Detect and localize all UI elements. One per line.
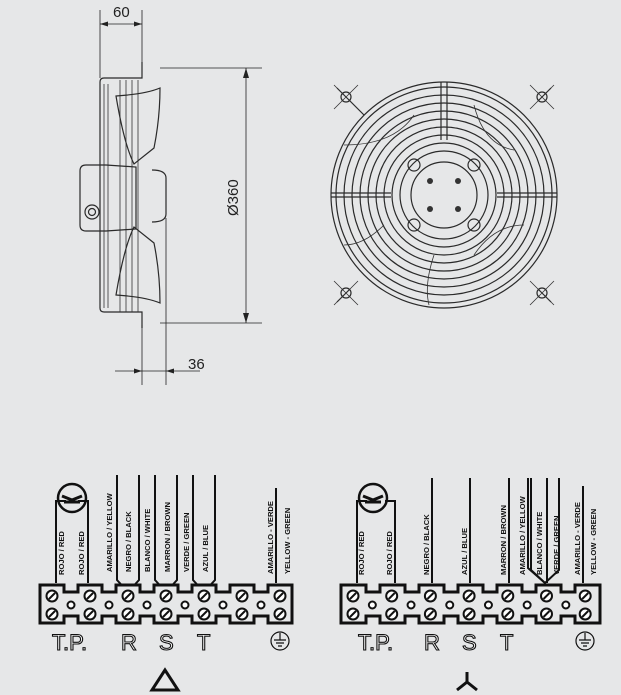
wire-label: AZUL / BLUE xyxy=(460,528,469,575)
terminal-block xyxy=(339,583,602,625)
dimension-offset: 36 xyxy=(188,356,205,373)
wire-label: BLANCO / WHITE xyxy=(535,512,544,575)
wire-label: ROJO / RED xyxy=(357,531,366,575)
terminal-link-dot xyxy=(445,600,455,610)
wire-label: YELLOW - GREEN xyxy=(283,508,292,574)
wire-label: NEGRO / BLACK xyxy=(422,514,431,575)
wire-label: NEGRO / BLACK xyxy=(124,511,133,572)
wire-label: BLANCO / WHITE xyxy=(143,509,152,572)
wiring-diagram-star: ROJO / RED ROJO / RED NEGRO / BLACK AZUL… xyxy=(339,478,602,692)
wire-label: YELLOW - GREEN xyxy=(589,509,598,575)
wire-label: MARRON / BROWN xyxy=(499,505,508,575)
terminal-link-dot xyxy=(142,600,152,610)
wire-label: ROJO / RED xyxy=(385,531,394,575)
fan-front-view xyxy=(330,81,558,309)
terminal-link-dot xyxy=(561,600,571,610)
ground-icon xyxy=(575,631,595,651)
terminal-link-dot xyxy=(218,600,228,610)
terminal-link-dot xyxy=(406,600,416,610)
wire-label: AMARILLO / YELLOW xyxy=(518,495,527,575)
thermal-protector-icon xyxy=(56,482,88,514)
terminal-link-dot xyxy=(104,600,114,610)
dimension-diameter: Ø360 xyxy=(225,179,242,216)
terminal-link-dot xyxy=(522,600,532,610)
wire-label: VERDE / GREEN xyxy=(182,513,191,573)
thermal-protector-icon xyxy=(357,482,389,514)
star-symbol-icon xyxy=(456,672,478,692)
terminal-label-tp: T.P. xyxy=(52,630,87,655)
wire-label: VERDE / GREEN xyxy=(552,516,561,576)
terminal-block xyxy=(38,583,294,625)
wire-label: AMARILLO / YELLOW xyxy=(105,492,114,572)
terminal-link-dot xyxy=(367,600,377,610)
terminal-label-r: R xyxy=(121,630,137,655)
ground-icon xyxy=(270,631,290,651)
fan-side-view: 60 Ø360 36 xyxy=(79,4,262,385)
wire-label: AMARILLO - VERDE xyxy=(266,501,275,574)
wire-label: AMARILLO - VERDE xyxy=(573,502,582,575)
terminal-label-t: T xyxy=(500,630,513,655)
terminal-label-tp: T.P. xyxy=(358,630,393,655)
terminal-link-dot xyxy=(483,600,493,610)
terminal-link-dot xyxy=(66,600,76,610)
wire-label: MARRON / BROWN xyxy=(163,502,172,572)
wiring-diagram-delta: ROJO / RED ROJO / RED AMARILLO / YELLOW … xyxy=(38,475,294,692)
terminal-link-dot xyxy=(256,600,266,610)
terminal-label-s: S xyxy=(159,630,174,655)
delta-symbol-icon xyxy=(149,667,181,692)
terminal-label-r: R xyxy=(424,630,440,655)
terminal-label-s: S xyxy=(462,630,477,655)
terminal-link-dot xyxy=(180,600,190,610)
wire-label: AZUL / BLUE xyxy=(201,525,210,572)
terminal-label-t: T xyxy=(197,630,210,655)
wire-label: ROJO / RED xyxy=(57,531,66,575)
dimension-depth: 60 xyxy=(113,4,130,21)
wire-label: ROJO / RED xyxy=(77,531,86,575)
